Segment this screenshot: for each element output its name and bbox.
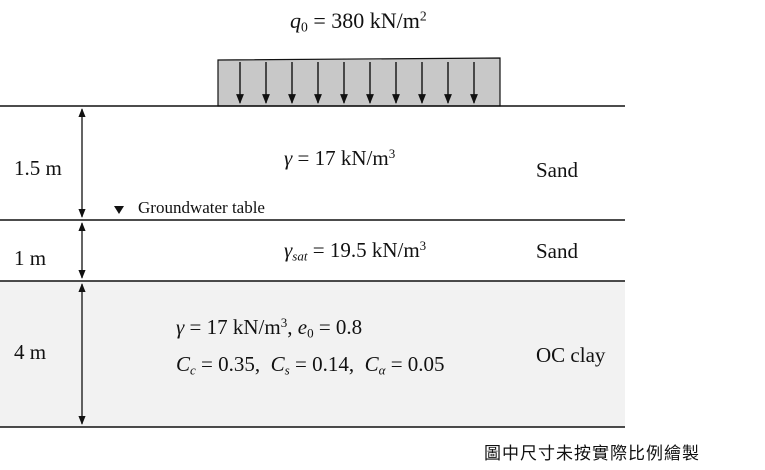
- clay-layer-fill: [0, 281, 625, 427]
- layer-1-unit-weight: γ = 17 kN/m3: [284, 145, 396, 170]
- groundwater-label: Groundwater table: [138, 198, 265, 217]
- load-label: q0 = 380 kN/m2: [290, 8, 427, 35]
- soil-label-layer-1: Sand: [536, 158, 578, 182]
- footing: [217, 57, 501, 107]
- clay-properties-line-2: Cc = 0.35, Cs = 0.14, Cα = 0.05: [176, 352, 445, 378]
- layer-2-unit-weight: γsat = 19.5 kN/m3: [284, 237, 427, 264]
- scale-note: 圖中尺寸未按實際比例繪製: [484, 444, 700, 464]
- clay-properties-line-1: γ = 17 kN/m3, e0 = 0.8: [176, 314, 363, 341]
- thickness-label-layer-2: 1 m: [14, 246, 47, 270]
- soil-label-layer-3: OC clay: [536, 343, 606, 367]
- thickness-label-layer-3: 4 m: [14, 340, 47, 364]
- thickness-label-layer-1: 1.5 m: [14, 156, 62, 180]
- soil-label-layer-2: Sand: [536, 239, 578, 263]
- groundwater-triangle-icon: [114, 206, 124, 214]
- load-arrows: [236, 62, 478, 104]
